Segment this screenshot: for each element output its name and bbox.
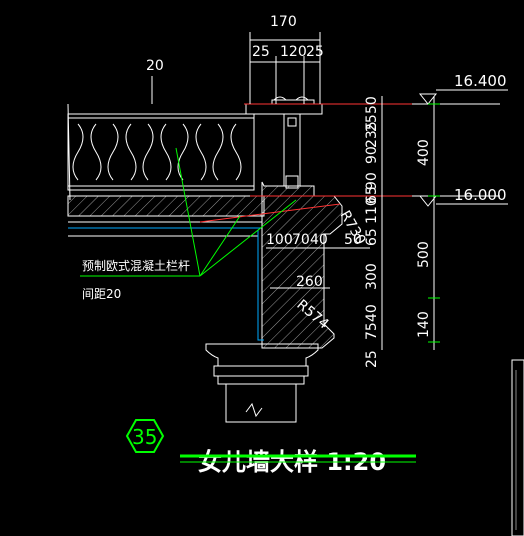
dim-inner-3: 25 [364,114,380,132]
dim-outer-lower: 500 [416,241,432,268]
level-lines [199,103,428,223]
dim-outer-upper: 400 [416,139,432,166]
dim-inner-9: 40 [364,304,380,322]
dim-outer-bottom: 140 [416,311,432,338]
dim-inner-0: 50 [364,96,380,114]
dim-right: 25 [306,44,324,60]
dim-mid-a: 100 [266,232,293,248]
dim-inner-8: 300 [364,263,380,290]
top-dimensions: 170 25 120 25 [249,14,324,104]
dim-mid: 120 [280,44,307,60]
level-marker-top: 16.400 [412,72,508,105]
dim-mid-e: 260 [296,274,323,290]
note-balustrade: 预制欧式混凝土栏杆 [82,258,190,273]
dim-inner-6: 65 [364,228,380,246]
dim-inner-4: 90 [364,172,380,190]
level-floor: 16.000 [454,186,507,204]
balustrade [67,103,255,201]
right-dims-inner: 50 90 235 25 90 65 65 110 300 40 75 25 [364,96,383,368]
title-number: 35 [132,425,157,449]
note-spacing: 间距20 [82,287,121,301]
dim-mid-b: 70 [292,232,310,248]
rail-offset-dim: 20 [146,58,164,104]
dim-inner-11: 25 [364,350,380,368]
column-capital [205,343,319,423]
handrail-cap [245,96,323,115]
dim-total: 170 [270,14,297,30]
dim-left: 25 [252,44,270,60]
dim-mid-c: 40 [310,232,328,248]
level-marker-floor: 16.000 [412,186,508,207]
mid-dimensions: 100 70 40 50 260 [266,232,370,290]
right-dims-outer: 400 500 140 [416,96,440,350]
parapet-wall [257,181,343,349]
dim-inner-2: 235 [364,121,380,148]
dim-inner-1: 90 [364,146,380,164]
roof-slab [67,195,265,237]
dim-inner-10: 75 [364,322,380,340]
dim-inner-7: 110 [364,197,380,224]
level-top: 16.400 [454,72,507,90]
post [283,113,301,189]
frame-edge [511,359,524,536]
leader-lines [80,147,297,277]
dim-inner-5: 65 [364,186,380,204]
dim-mid-d: 50 [344,232,362,248]
dim-rail-offset: 20 [146,58,164,74]
title-number-hexagon [125,419,165,453]
title-block: 35 女儿墙大样 1:20 [125,419,416,476]
